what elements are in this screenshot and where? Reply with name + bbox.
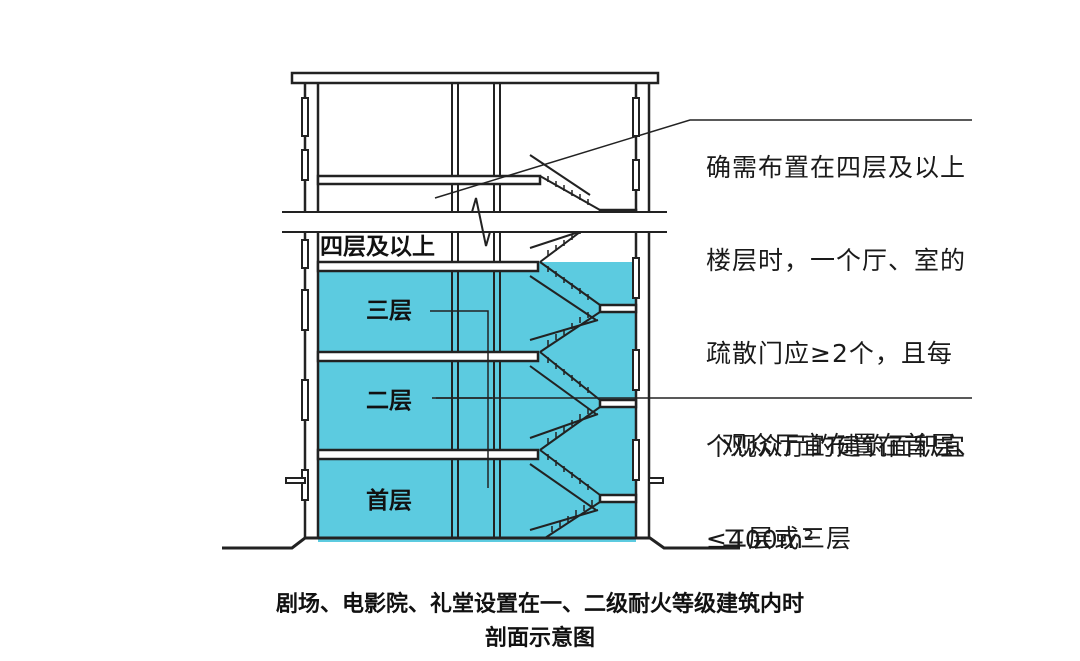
floor-slabs <box>316 174 542 461</box>
entrance-ledges <box>285 477 664 484</box>
caption-line-1: 剧场、电影院、礼堂设置在一、二级耐火等级建筑内时 <box>275 592 804 617</box>
floor-label-second: 二层 <box>366 388 412 414</box>
note-upper-line-2: 楼层时，一个厅、室的 <box>706 246 967 275</box>
section-break <box>282 197 667 247</box>
floor-label-third: 三层 <box>366 298 412 324</box>
window-marks <box>301 97 640 501</box>
floor-label-upper: 四层及以上 <box>320 234 435 260</box>
note-lower-line-2: 二层或三层 <box>722 524 853 553</box>
floor-label-ground: 首层 <box>366 487 412 514</box>
roof-slab <box>290 71 660 85</box>
note-upper-line-5: ≤400m² <box>706 525 816 554</box>
ground-line <box>222 536 740 550</box>
note-lower-line-1: 观众厅宜布置在首层、 <box>722 431 983 460</box>
stair-steps <box>547 176 593 532</box>
leader-lines <box>430 119 972 488</box>
note-upper-line-4: 个观众厅的建筑面积宜 <box>706 432 967 461</box>
staircase <box>529 154 601 539</box>
recommended-floors-zone <box>318 262 636 542</box>
caption-line-2: 剖面示意图 <box>484 626 595 651</box>
note-upper-line-3: 疏散门应≥2个，且每 <box>706 339 953 368</box>
note-upper-floors: 确需布置在四层及以上 楼层时，一个厅、室的 疏散门应≥2个，且每 个观众厅的建筑… <box>706 90 966 586</box>
note-upper-line-1: 确需布置在四层及以上 <box>706 153 967 182</box>
note-lower-floors: 观众厅宜布置在首层、 二层或三层 <box>722 368 982 585</box>
